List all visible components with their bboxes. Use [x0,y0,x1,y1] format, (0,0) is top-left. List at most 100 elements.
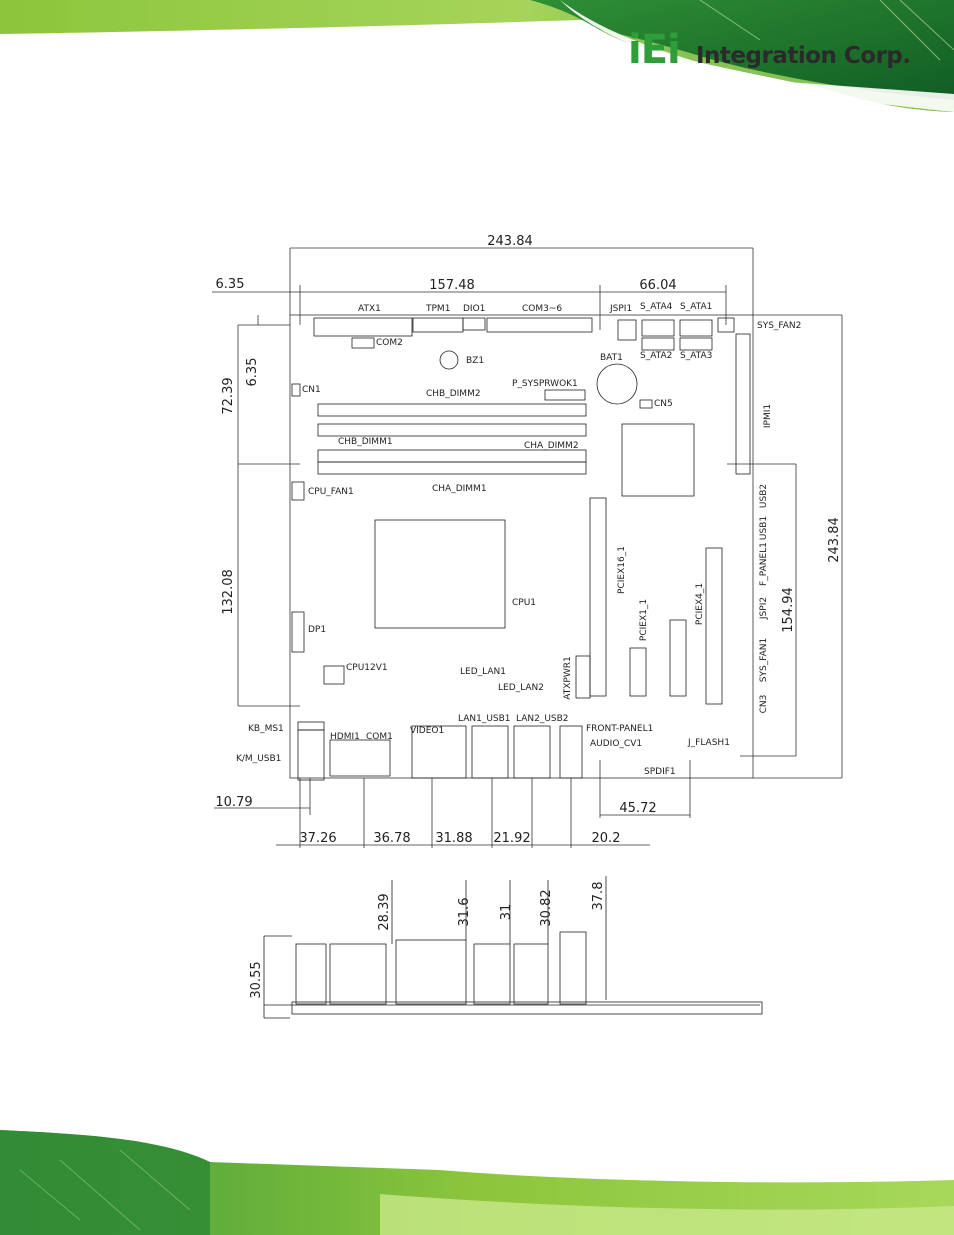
cpu1-socket [374,519,506,629]
label-tpm1: TPM1 [425,304,450,314]
rear-hdmi-com [329,943,387,1005]
dim-top-mid: 157.48 [429,278,475,293]
atx1-connector [313,317,413,337]
rear-ps2-usb [295,943,327,1005]
rear-lan1-usb [473,943,511,1005]
dim-bottom-5: 20.2 [592,831,621,846]
dim-right-inner: 154.94 [781,587,796,633]
dim-bottom-1: 37.26 [299,831,336,846]
s-ata1-connector [679,319,713,337]
label-kb-ms1: KB_MS1 [248,724,284,734]
label-cpu12v1: CPU12V1 [346,663,388,673]
rear-vga-dvi [395,939,467,1005]
dim-rear-3: 31 [499,904,514,921]
dim-bottom-3: 31.88 [435,831,472,846]
label-jspi1: JSPI1 [609,304,632,314]
dim-rear-4: 30.82 [539,889,554,926]
bat1-battery [596,363,638,405]
label-cn1: CN1 [302,385,321,395]
dim-bottom-right-offset: 45.72 [619,801,656,816]
label-atxpwr1: ATXPWR1 [563,656,573,699]
label-hdmi1: HDMI1 [330,732,360,742]
label-atx1: ATX1 [358,304,381,314]
com2-connector [351,337,375,349]
label-pciex1-1: PCIEX1_1 [639,599,649,641]
s-ata4-connector [641,319,675,337]
dim-left-lower: 132.08 [221,569,236,615]
company-logo: iEi Integration Corp. [628,28,918,74]
f-panel1-connector [705,547,723,705]
dim-left-upper-small: 6.35 [245,358,260,387]
label-s-ata3: S_ATA3 [680,351,712,361]
heatsink [621,423,695,497]
cpu-fan1-connector [291,481,305,501]
p-sysprwok1-connector [544,389,586,401]
bz1-buzzer [439,350,459,370]
tpm1-connector [412,317,464,333]
label-front-panel1: FRONT-PANEL1 [586,724,653,734]
label-cha-dimm2: CHA_DIMM2 [524,441,579,451]
header-banner [0,0,954,112]
audio-connector [559,725,583,779]
label-audio-cv1: AUDIO_CV1 [590,739,642,749]
rear-panel-view [263,876,763,1019]
dim-bottom-left-offset: 10.79 [215,795,252,810]
label-bz1: BZ1 [466,356,484,366]
dim-right-height: 243.84 [827,517,842,563]
dim-bottom-2: 36.78 [373,831,410,846]
label-led-lan2: LED_LAN2 [498,683,544,693]
atxpwr1-connector [575,655,591,699]
kb-ms1-connector [297,721,325,731]
chb-dimm2-slot [317,403,587,417]
label-lan1-usb1: LAN1_USB1 [458,714,511,724]
label-chb-dimm2: CHB_DIMM2 [426,389,481,399]
label-lan2-usb2: LAN2_USB2 [516,714,569,724]
com3-6-connector [486,317,593,333]
lan2-usb2-connector [513,725,551,779]
logo-mark: iEi [628,27,681,73]
label-s-ata2: S_ATA2 [640,351,672,361]
ipmi1-slot [735,333,751,475]
label-pciex4-1: PCIEX4_1 [695,583,705,625]
km-usb1-connector [297,729,325,781]
label-jspi2: JSPI2 [759,597,769,620]
label-com1: COM1 [366,732,393,742]
logo-name: Integration Corp. [696,43,911,69]
label-com3-6: COM3~6 [522,304,562,314]
label-led-lan1: LED_LAN1 [460,667,506,677]
dim-rear-5: 37.8 [591,882,606,911]
hdmi1-com1-connector [329,739,391,777]
label-dio1: DIO1 [463,304,485,314]
dim-top-right: 66.04 [639,278,676,293]
pciex4-1-slot [669,619,687,697]
dim-bottom-4: 21.92 [493,831,530,846]
rear-lan2-usb [513,943,549,1005]
label-bat1: BAT1 [600,353,623,363]
jspi1-connector [617,319,637,341]
label-ipmi1: IPMI1 [763,404,773,428]
label-sys-fan2: SYS_FAN2 [757,321,801,331]
dim-overall-width: 243.84 [487,234,533,249]
dim-rear-1: 28.39 [377,893,392,930]
pciex16-1-slot [589,497,607,697]
cha-dimm1-slot [317,461,587,475]
label-s-ata4: S_ATA4 [640,302,673,312]
dp1-connector [291,611,305,653]
video1-connector [411,725,467,779]
label-cpu1: CPU1 [512,598,536,608]
dim-left-upper: 72.39 [221,377,236,414]
dio1-connector [462,317,486,331]
dim-rear-side: 30.55 [249,961,264,998]
dim-rear-2: 31.6 [457,898,472,927]
label-usb2: USB2 [759,484,769,508]
cpu12v1-connector [323,665,345,685]
label-s-ata1: S_ATA1 [680,302,712,312]
dim-top-left: 6.35 [216,277,245,292]
s-ata3-connector [679,337,713,351]
label-video1: VIDEO1 [410,726,444,736]
label-chb-dimm1: CHB_DIMM1 [338,437,393,447]
label-sys-fan1: SYS_FAN1 [759,638,769,682]
label-p-sysprwok1: P_SYSPRWOK1 [512,379,578,389]
label-cpu-fan1: CPU_FAN1 [308,487,354,497]
